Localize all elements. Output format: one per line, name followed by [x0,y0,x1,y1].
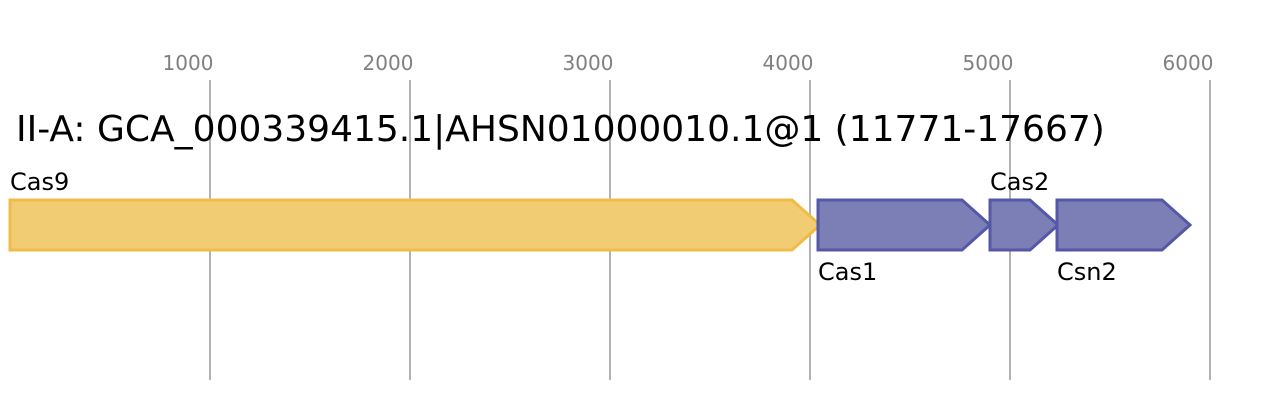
axis-tick-label: 5000 [963,51,1014,75]
gene-label-cas2: Cas2 [990,168,1049,196]
axis-tick-label: 4000 [763,51,814,75]
axis-tick-label: 6000 [1163,51,1214,75]
diagram-title: II-A: GCA_000339415.1|AHSN01000010.1@1 (… [16,109,1105,150]
gene-label-cas1: Cas1 [818,258,877,286]
axis-tick-label: 3000 [563,51,614,75]
gene-arrow-cas9 [8,198,823,252]
gene-label-cas9: Cas9 [10,168,69,196]
axis-tick-labels: 1000 2000 3000 4000 5000 6000 [163,51,1214,75]
gene-arrow-cas1 [816,198,993,252]
gene-arrow-cas2 [988,198,1061,252]
axis-tick-label: 2000 [363,51,414,75]
gene-arrow-csn2 [1055,198,1193,252]
axis-tick-label: 1000 [163,51,214,75]
gene-label-csn2: Csn2 [1057,258,1117,286]
